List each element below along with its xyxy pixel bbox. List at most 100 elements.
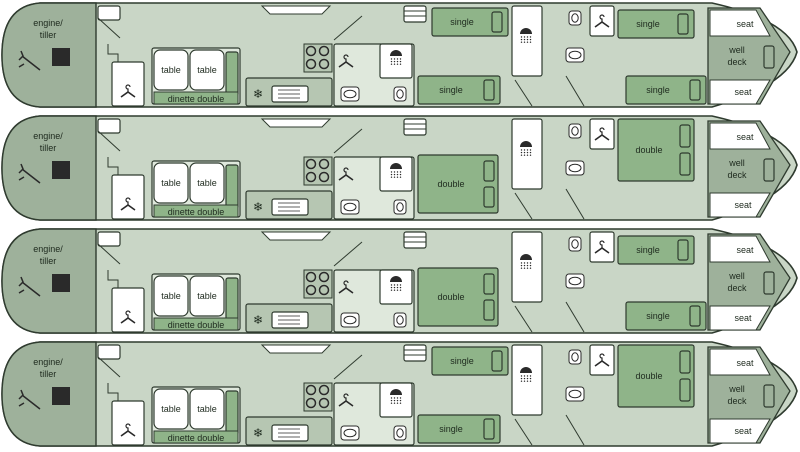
second-shower bbox=[511, 231, 543, 303]
dinette-bench bbox=[153, 91, 239, 105]
door-swing bbox=[333, 354, 363, 380]
seat-label-top: seat bbox=[736, 132, 754, 142]
engine-area bbox=[1, 2, 97, 108]
seat-label-bottom: seat bbox=[734, 200, 752, 210]
hob-icon bbox=[303, 269, 333, 299]
door-swing bbox=[514, 305, 533, 333]
shower-icon bbox=[520, 28, 532, 43]
double-bed bbox=[417, 267, 499, 327]
tiller-label: tiller bbox=[40, 143, 57, 153]
tiller-icon bbox=[18, 163, 41, 184]
bow-seat-top bbox=[709, 9, 771, 37]
single-bed bbox=[617, 9, 695, 39]
vent bbox=[403, 231, 427, 249]
table-label-right: table bbox=[197, 178, 217, 188]
vent bbox=[403, 344, 427, 362]
dinette-seat bbox=[225, 51, 239, 97]
engine-icon bbox=[52, 274, 70, 292]
well-label: well bbox=[728, 271, 745, 281]
double-bed bbox=[617, 344, 695, 408]
rear-hatch bbox=[97, 344, 121, 360]
hanger-icon bbox=[120, 84, 136, 98]
shower-icon bbox=[390, 163, 402, 178]
shower-icon bbox=[390, 276, 402, 291]
hanger-icon bbox=[120, 310, 136, 324]
door-swing bbox=[565, 414, 585, 446]
single-bed bbox=[417, 75, 501, 105]
deck-label: deck bbox=[727, 170, 747, 180]
shower-cubicle bbox=[379, 269, 413, 305]
toilet-icon bbox=[393, 425, 407, 441]
double-bed bbox=[617, 118, 695, 182]
shower-icon bbox=[390, 50, 402, 65]
table-label-left: table bbox=[161, 65, 181, 75]
sink-icon bbox=[565, 47, 585, 63]
dinette-label: dinette double bbox=[168, 433, 225, 443]
bow-locker bbox=[763, 158, 775, 182]
single-bed-label: single bbox=[439, 85, 463, 95]
hob-icon bbox=[303, 43, 333, 73]
dinette-bench bbox=[153, 430, 239, 444]
vent bbox=[403, 5, 427, 23]
table-label-right: table bbox=[197, 65, 217, 75]
engine-icon bbox=[52, 48, 70, 66]
sink-icon bbox=[340, 86, 360, 102]
fan-icon: ❄ bbox=[253, 87, 263, 101]
pillow bbox=[677, 13, 689, 35]
pillow bbox=[679, 152, 691, 176]
dinette-seat bbox=[225, 277, 239, 323]
dinette-bench bbox=[153, 204, 239, 218]
toilet-icon bbox=[393, 86, 407, 102]
seat-label-top: seat bbox=[736, 19, 754, 29]
single-bed-label: single bbox=[636, 19, 660, 29]
saloon-window bbox=[260, 118, 332, 128]
bow-seat-bottom bbox=[709, 418, 771, 444]
table-label-left: table bbox=[161, 404, 181, 414]
fan-icon: ❄ bbox=[253, 426, 263, 440]
dinette-label: dinette double bbox=[168, 94, 225, 104]
engine-label: engine/ bbox=[33, 357, 63, 367]
single-bed-label: single bbox=[450, 356, 474, 366]
table-label-left: table bbox=[161, 291, 181, 301]
single-bed-label: single bbox=[450, 17, 474, 27]
sink-icon bbox=[340, 199, 360, 215]
shower-cubicle bbox=[379, 156, 413, 192]
hanger-icon bbox=[338, 280, 354, 294]
single-bed bbox=[431, 7, 509, 37]
wardrobe bbox=[111, 287, 145, 333]
fan-icon: ❄ bbox=[253, 313, 263, 327]
pillow bbox=[677, 239, 689, 261]
table-right bbox=[189, 388, 225, 430]
double-bed-label: double bbox=[635, 371, 662, 381]
single-bed bbox=[617, 235, 695, 265]
seat-label-bottom: seat bbox=[734, 87, 752, 97]
hob-icon bbox=[303, 156, 333, 186]
wardrobe bbox=[111, 400, 145, 446]
toilet-icon bbox=[568, 236, 582, 252]
dinette-seat bbox=[225, 390, 239, 436]
table-left bbox=[153, 388, 189, 430]
deck-label: deck bbox=[727, 57, 747, 67]
well-label: well bbox=[728, 45, 745, 55]
door-swing bbox=[565, 188, 585, 220]
hanger-icon bbox=[594, 14, 610, 28]
deck-label: deck bbox=[727, 396, 747, 406]
pillow bbox=[679, 378, 691, 402]
well-label: well bbox=[728, 384, 745, 394]
engine-label: engine/ bbox=[33, 18, 63, 28]
tiller-label: tiller bbox=[40, 369, 57, 379]
hanger-icon bbox=[594, 353, 610, 367]
second-shower bbox=[511, 5, 543, 77]
door-swing bbox=[333, 128, 363, 154]
bow-locker bbox=[763, 271, 775, 295]
table-right bbox=[189, 49, 225, 91]
single-bed-label: single bbox=[636, 245, 660, 255]
shower-icon bbox=[390, 389, 402, 404]
hanger-icon bbox=[120, 423, 136, 437]
bow-seat-top bbox=[709, 348, 771, 376]
table-right bbox=[189, 275, 225, 317]
bow-seat-top bbox=[709, 122, 771, 150]
pillow bbox=[491, 11, 503, 33]
